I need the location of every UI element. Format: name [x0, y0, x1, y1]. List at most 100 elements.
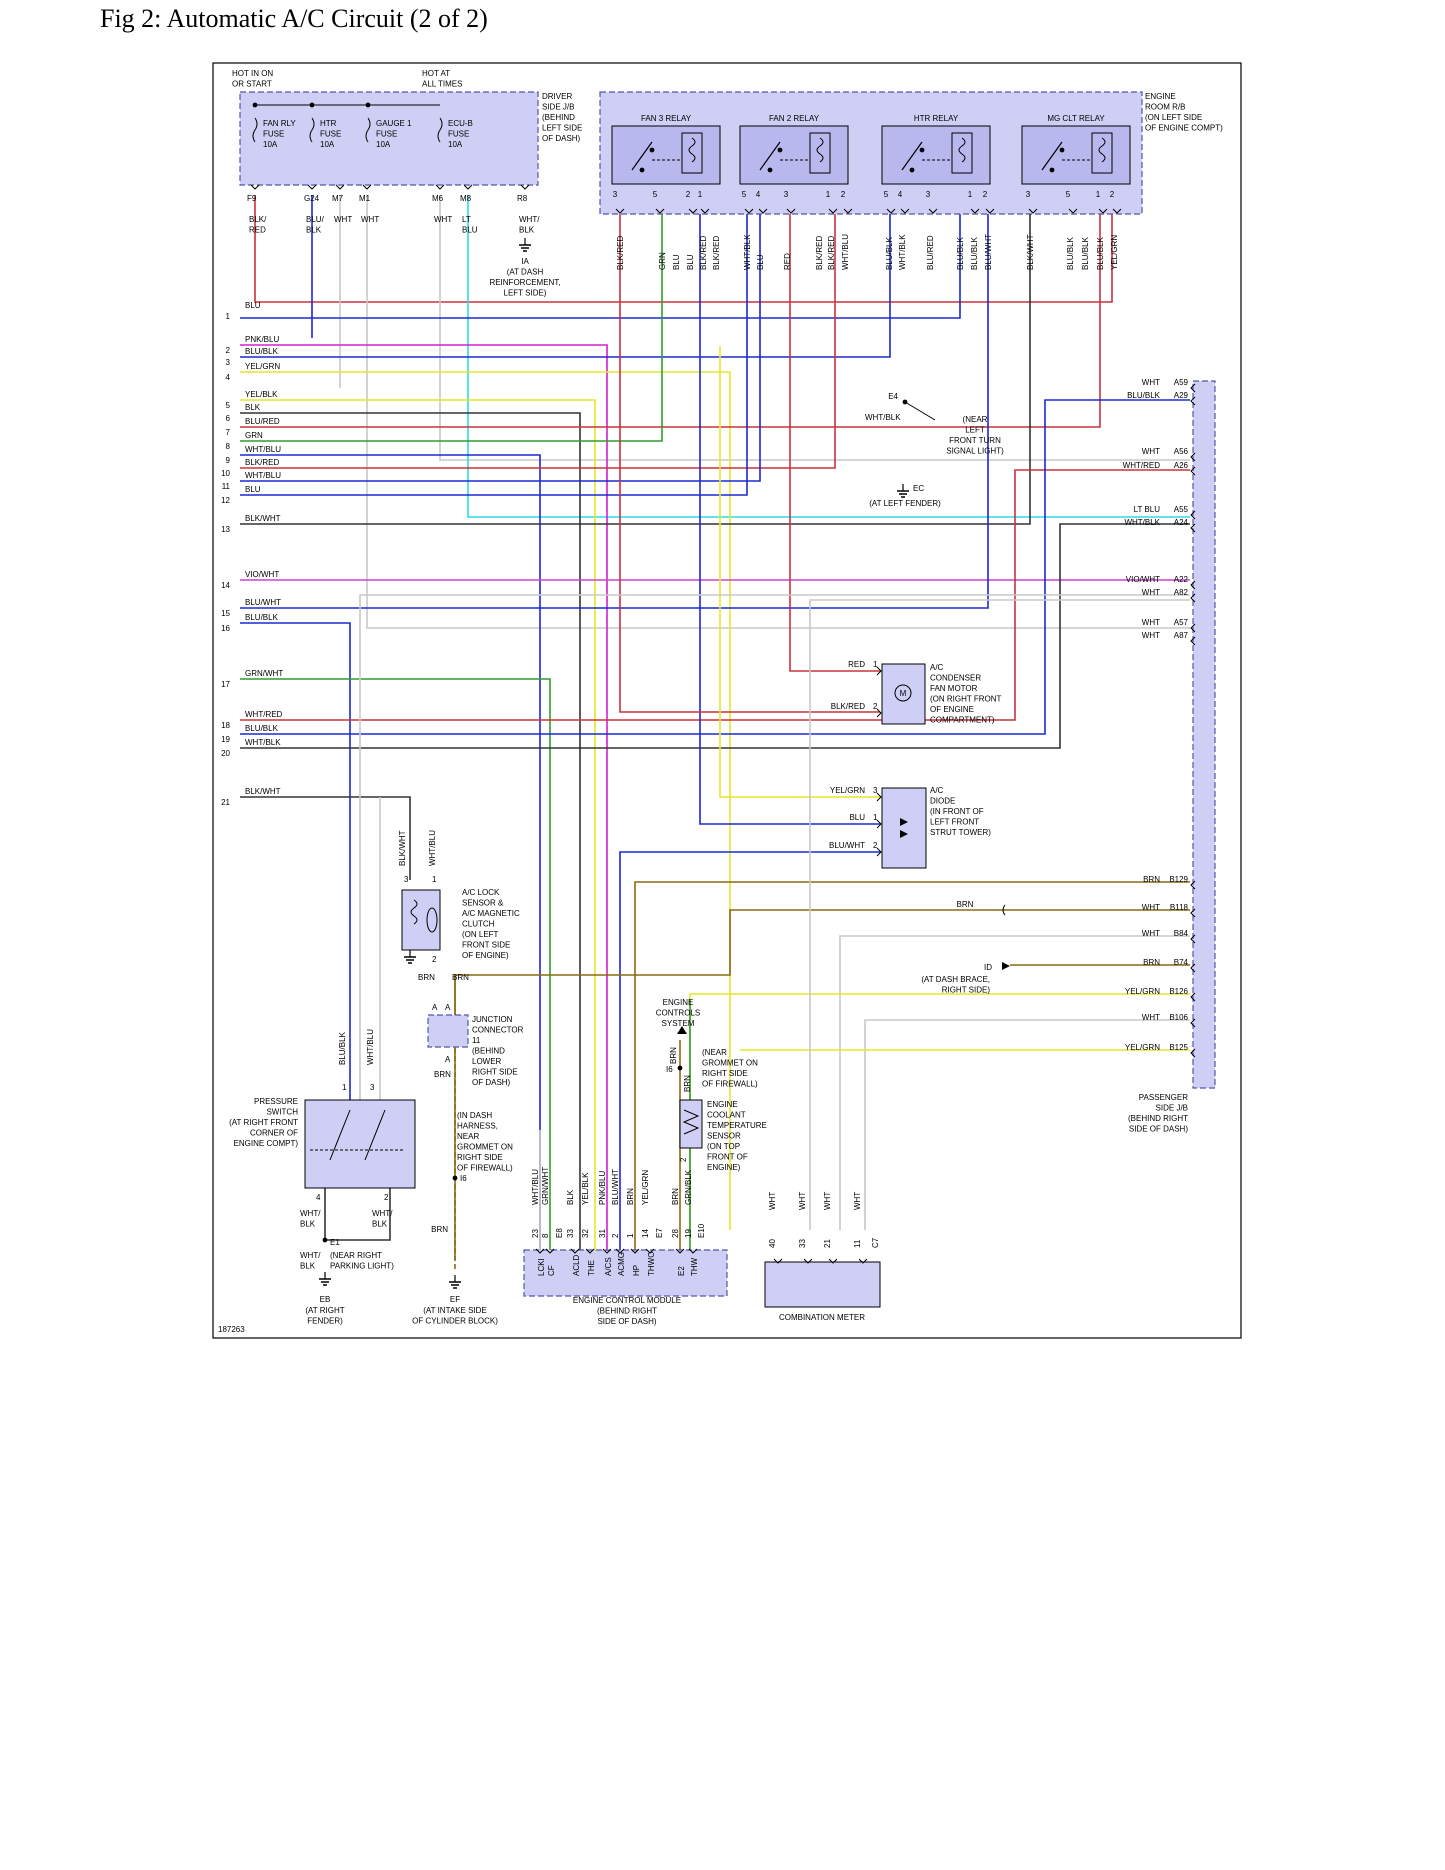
ecm-wire-label: BLK — [566, 1189, 575, 1205]
row-wire-label: PNK/BLU — [245, 335, 279, 344]
wire-blu-row1 — [240, 214, 961, 319]
connector-chevron — [1190, 593, 1196, 603]
connector-chevron — [1190, 523, 1196, 533]
wire-wht-m6 — [439, 195, 1190, 461]
fuse-label: FUSE — [263, 130, 284, 139]
ecs-note: (NEAR — [702, 1048, 727, 1057]
fuse-label: FUSE — [448, 130, 469, 139]
coolant-label: (ON TOP — [707, 1142, 740, 1151]
relay-box — [881, 125, 991, 185]
ecm-signal-label: E2 — [677, 1266, 686, 1276]
relay-pin-label: 5 — [742, 190, 747, 199]
connector-chevron — [535, 1248, 545, 1254]
wire-wht-b84 — [839, 935, 1190, 1230]
row-wire-label: VIO/WHT — [245, 570, 279, 579]
wire-blu-blk-row3 — [240, 214, 891, 358]
fuse-label: 10A — [376, 140, 391, 149]
pressure-bot-label: WHT/ — [372, 1209, 393, 1218]
connector-chevron — [858, 1258, 868, 1264]
wire-blk-row6 — [240, 412, 581, 1250]
pressure-bot-label: BLK — [372, 1220, 388, 1229]
diode-pin-label: 3 — [873, 786, 878, 795]
splice-dot — [767, 167, 773, 173]
relay-pin-label: 2 — [983, 190, 988, 199]
relay-coil — [809, 132, 831, 174]
ecs-conn-label: I6 — [666, 1065, 673, 1074]
wire-color-label: BLU/BLK — [956, 236, 965, 270]
connector-chevron — [307, 184, 317, 190]
pjb-wire-label: WHT/BLK — [1124, 518, 1160, 527]
connector-chevron — [615, 208, 625, 214]
wire-wht-a57 — [359, 594, 1190, 1100]
pjb-wire-label: VIO/WHT — [1126, 575, 1160, 584]
connector-chevron — [900, 208, 910, 214]
lock-pin-label: 3 — [404, 875, 409, 884]
wire-blu-red — [240, 214, 1101, 428]
junction-label: (BEHIND — [472, 1047, 505, 1056]
wire-blu-row12 — [240, 214, 748, 496]
figure-id-label: 187263 — [218, 1325, 245, 1334]
wires-layer — [240, 195, 1190, 1270]
row-wire-label: BLU/BLK — [245, 724, 279, 733]
wire-color-label: BLU/ — [306, 215, 325, 224]
fan-wire-label: RED — [848, 660, 865, 669]
wire-wht-a87 — [809, 599, 1190, 1230]
wire-wht-m1 — [366, 195, 1190, 629]
driver-jb-label: OF DASH) — [542, 134, 581, 143]
connector-chevron — [570, 1248, 580, 1254]
combination-meter — [764, 1261, 881, 1308]
pjb-pin-label: A82 — [1174, 588, 1189, 597]
wire-blk-red-row10 — [240, 214, 836, 469]
harness-note: NEAR — [457, 1132, 479, 1141]
row-wire-label: WHT/BLU — [245, 471, 281, 480]
e4-note: (NEAR — [963, 415, 988, 424]
ecm-wire-label: PNK/BLU — [598, 1171, 607, 1205]
fan-motor-label: COMPARTMENT) — [930, 716, 995, 725]
engine-rb-label: OF ENGINE COMPT) — [1145, 124, 1223, 133]
relay-coil — [951, 132, 973, 174]
splice-dot — [909, 167, 915, 173]
pjb-pin-label: A87 — [1174, 631, 1189, 640]
lock-sensor-label: (ON LEFT — [462, 930, 499, 939]
diode-pin-label: 2 — [873, 841, 878, 850]
jb-pin-label: R8 — [517, 194, 528, 203]
connector-chevron — [1190, 880, 1196, 890]
harness-note: (IN DASH — [457, 1111, 492, 1120]
ecm-pin-label: 23 — [531, 1229, 540, 1238]
meter-wire-label: WHT — [768, 1192, 777, 1210]
pjb-pin-label: A56 — [1174, 447, 1189, 456]
brn-label: BRN — [431, 1225, 448, 1234]
fuse-icon — [309, 117, 315, 143]
ecm-pin-label: 19 — [684, 1229, 693, 1238]
junction-connector-11 — [427, 1014, 469, 1048]
ef-note: (AT INTAKE SIDE — [423, 1306, 487, 1315]
ecm-signal-label: ACLD — [572, 1254, 581, 1276]
row-number: 14 — [221, 581, 230, 590]
ecm-pin-label: 14 — [641, 1229, 650, 1238]
passenger-jb-label: PASSENGER — [1139, 1093, 1188, 1102]
row-number: 17 — [221, 680, 230, 689]
diode-icon — [900, 818, 908, 826]
junction-label: CONNECTOR — [472, 1026, 524, 1035]
relay-pin-label: 4 — [898, 190, 903, 199]
wire-color-label: BLU/BLK — [970, 236, 979, 270]
lock-wire-label: WHT/BLU — [428, 830, 437, 866]
row-wire-label: BLU — [245, 485, 261, 494]
fan-motor-label: CONDENSER — [930, 674, 981, 683]
lock-pin-label: 2 — [432, 955, 437, 964]
relay-pin-label: 1 — [826, 190, 831, 199]
row-wire-label: YEL/GRN — [245, 362, 280, 371]
brn-label: BRN — [452, 973, 469, 982]
ecm-conn-label: E7 — [655, 1228, 664, 1238]
relay-title: FAN 2 RELAY — [769, 114, 820, 123]
relay-switch — [901, 141, 923, 171]
wire-wht-blk-row20 — [240, 523, 1190, 749]
junction-pin-label: A — [445, 1003, 451, 1012]
connector-chevron — [828, 1258, 838, 1264]
connector-chevron — [688, 208, 698, 214]
hot-on-start-label: HOT IN ON — [232, 69, 273, 78]
lock-sensor-label: OF ENGINE) — [462, 951, 509, 960]
connector-chevron — [700, 208, 710, 214]
ecm-wire-label: GRN/WHT — [541, 1167, 550, 1205]
meter-conn-label: C7 — [871, 1237, 880, 1248]
